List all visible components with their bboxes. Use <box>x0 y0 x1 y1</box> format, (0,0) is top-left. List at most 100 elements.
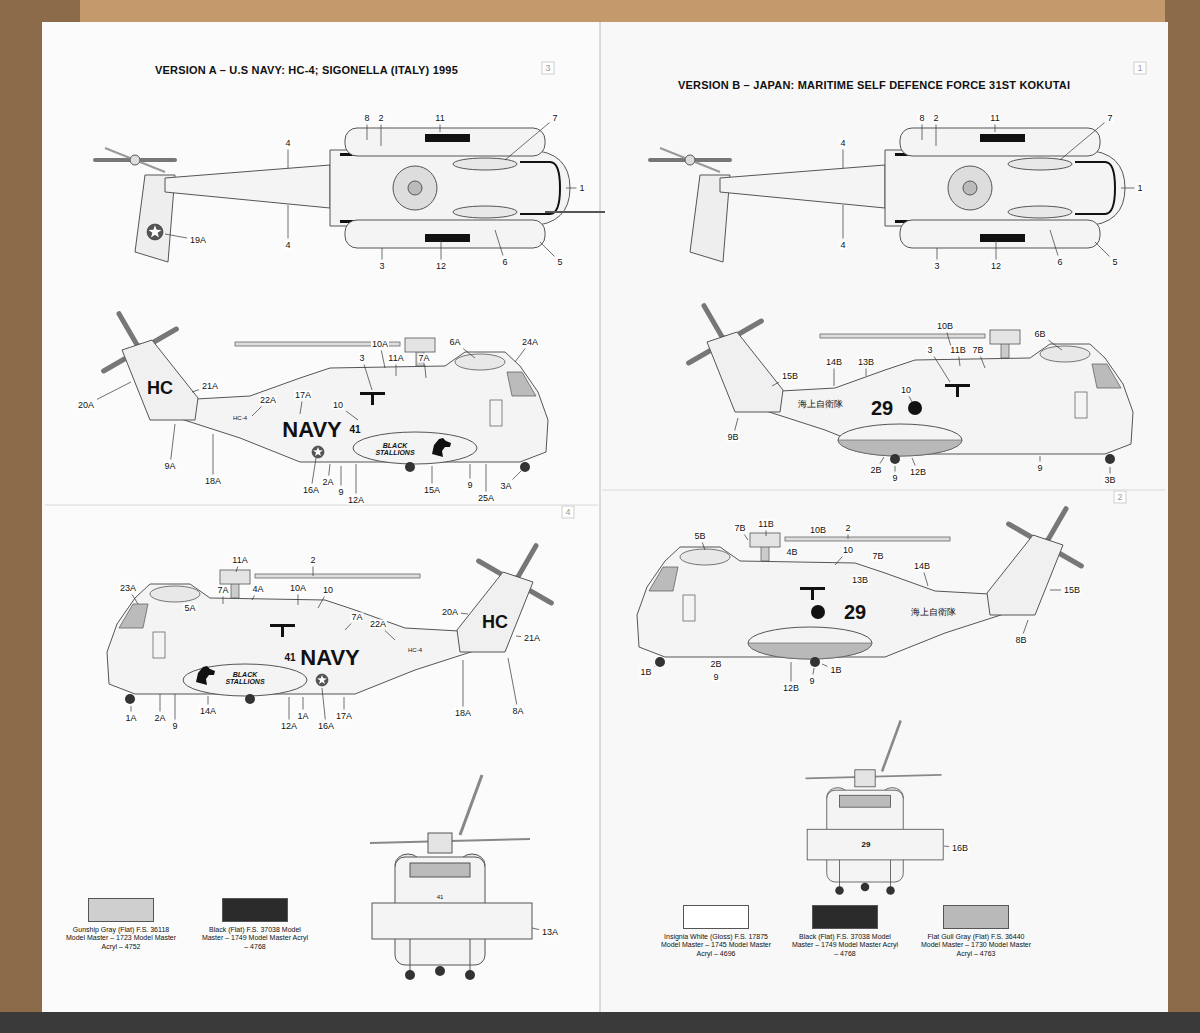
decal-text: HC-4 <box>233 415 247 421</box>
rotor-hub <box>963 181 977 195</box>
leader-line <box>381 351 385 369</box>
tail-fin <box>457 572 533 652</box>
color-swatch <box>812 905 878 929</box>
leader-line <box>1050 230 1058 256</box>
tail-rotor-hub <box>130 155 140 165</box>
callout-number: 14B <box>913 562 931 571</box>
tail-fin <box>707 332 783 412</box>
callout-number: 9 <box>466 481 473 490</box>
landing-gear <box>839 860 840 887</box>
leader-line <box>165 234 187 238</box>
callout-number: 9 <box>171 722 178 731</box>
leader-line <box>532 928 539 930</box>
rotor-head <box>428 833 452 853</box>
leader-line <box>813 668 814 675</box>
main-wheel <box>405 462 415 472</box>
leader-line <box>996 240 997 260</box>
leader-line <box>463 660 464 707</box>
callout-number: 4 <box>839 241 846 250</box>
leader-line <box>895 466 896 472</box>
helicopter-side-view <box>637 509 1081 667</box>
fuel-sponson <box>900 220 1100 248</box>
callout-number: 4 <box>284 139 291 148</box>
decal-text: 29 <box>844 602 866 622</box>
tail-rotor-blade <box>882 721 901 772</box>
callout-number: 8 <box>363 114 370 123</box>
callout-number: 2 <box>377 114 384 123</box>
leader-line <box>364 365 372 391</box>
callout-number: 2B <box>869 466 882 475</box>
rotor-head <box>855 770 875 787</box>
leader-line <box>441 240 442 260</box>
tail-fin <box>122 340 198 420</box>
callout-number: 16B <box>951 844 969 853</box>
landing-gear <box>890 860 891 887</box>
decal-text: 41 <box>284 653 295 663</box>
leader-line <box>936 125 937 147</box>
color-swatch <box>88 898 154 922</box>
callout-number: 24A <box>521 338 539 347</box>
fuel-sponson <box>838 424 962 456</box>
decal-text: 41 <box>437 894 444 900</box>
sponson-marking <box>425 234 470 242</box>
rotor-mast <box>231 582 239 598</box>
helicopter-side-view <box>104 314 548 472</box>
tail-fin <box>987 535 1063 615</box>
callout-number: 1 <box>1136 184 1143 193</box>
callout-number: 23A <box>119 584 137 593</box>
callout-number: 7B <box>971 346 984 355</box>
callout-number: 20A <box>441 608 459 617</box>
callout-number: 9 <box>337 488 344 497</box>
leader-line <box>132 595 138 605</box>
callout-number: 3 <box>358 354 365 363</box>
helicopter-side-view <box>689 306 1133 464</box>
fuel-sponson <box>345 220 545 248</box>
callout-number: 7A <box>350 613 363 622</box>
panel-divider <box>45 505 598 506</box>
callout-number: 1B <box>829 666 842 675</box>
callout-number: 10 <box>332 401 344 410</box>
nose-stripe <box>1075 162 1115 214</box>
leader-line <box>303 697 304 710</box>
callout-number: 9A <box>163 462 176 471</box>
leader-line <box>791 662 792 682</box>
engine-pod <box>150 586 200 602</box>
callout-number: 8 <box>918 114 925 123</box>
nose-wheel <box>520 462 530 472</box>
refuel-probe <box>545 211 605 213</box>
leader-line <box>922 125 923 141</box>
callout-number: 8B <box>1014 636 1027 645</box>
callout-number: 12B <box>909 468 927 477</box>
rotor-disc <box>948 166 992 210</box>
color-swatch <box>943 905 1009 929</box>
leader-line <box>513 471 522 480</box>
decal-text: BLACK STALLIONS <box>372 442 418 457</box>
callout-number: 7B <box>733 524 746 533</box>
sponson-marking <box>980 134 1025 142</box>
callout-number: 21A <box>523 634 541 643</box>
leader-line <box>318 597 324 609</box>
leader-line <box>995 125 996 133</box>
paint-reference: Black (Flat) F.S. 37038 Model Master – 1… <box>199 926 311 951</box>
tail-rotor-blade <box>105 148 165 172</box>
leader-line <box>322 688 325 720</box>
wheel <box>405 970 415 980</box>
cabin-door <box>683 595 695 621</box>
callout-number: 1 <box>578 184 585 193</box>
page-number: 4 <box>561 506 574 519</box>
horse-head-emblem <box>196 666 215 685</box>
rotor-head <box>990 330 1020 344</box>
main-rotor-blade <box>255 574 420 578</box>
callout-number: 16A <box>317 722 335 731</box>
leader-line <box>937 248 938 260</box>
callout-number: 3 <box>933 262 940 271</box>
leader-line <box>236 567 238 573</box>
callout-number: 12B <box>782 684 800 693</box>
callout-number: 20A <box>77 401 95 410</box>
engine-pod <box>680 549 730 565</box>
paint-reference: Flat Gull Gray (Flat) F.S. 36440 Model M… <box>920 933 1032 958</box>
wheel <box>465 970 475 980</box>
